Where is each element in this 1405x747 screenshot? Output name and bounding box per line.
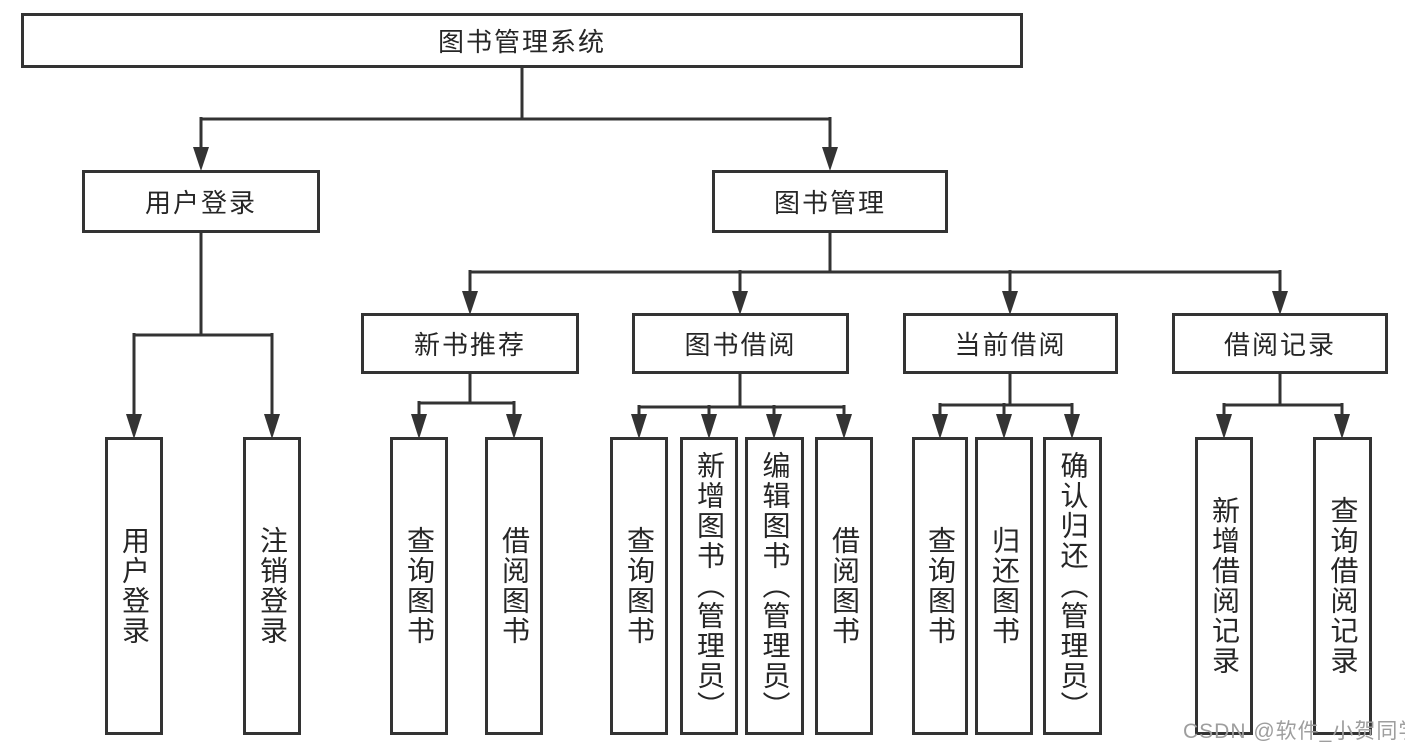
- connector-user-login: [126, 231, 280, 439]
- leaf-logout: 注销登录: [243, 437, 301, 735]
- connector-root: [193, 66, 838, 171]
- leaf-add-borrow-record: 新增借阅记录: [1195, 437, 1253, 735]
- leaf-borrow-books: 借阅图书: [815, 437, 873, 735]
- leaf-query-borrow-record: 查询借阅记录: [1313, 437, 1372, 735]
- node-new-book-recommend: 新书推荐: [361, 313, 579, 374]
- connector-book-borrow: [631, 373, 852, 439]
- connector-book-management: [462, 231, 1288, 315]
- node-book-borrow: 图书借阅: [632, 313, 849, 374]
- node-book-management: 图书管理: [712, 170, 948, 233]
- node-borrow-records: 借阅记录: [1172, 313, 1388, 374]
- csdn-watermark: CSDN @软件_小贺同学: [1183, 720, 1405, 743]
- leaf-confirm-return-admin: 确认归还（管理员）: [1043, 437, 1102, 735]
- node-current-borrow: 当前借阅: [903, 313, 1118, 374]
- connector-borrow-records: [1216, 373, 1350, 439]
- leaf-return-book: 归还图书: [975, 437, 1033, 735]
- leaf-query-books-recommend: 查询图书: [390, 437, 448, 735]
- node-user-login: 用户登录: [82, 170, 320, 233]
- connector-new-book-recommend: [411, 373, 522, 439]
- leaf-borrow-books-recommend: 借阅图书: [485, 437, 543, 735]
- leaf-query-books-borrow: 查询图书: [610, 437, 668, 735]
- leaf-add-book-admin: 新增图书（管理员）: [680, 437, 738, 735]
- leaf-query-books-current: 查询图书: [912, 437, 968, 735]
- node-root-title: 图书管理系统: [21, 13, 1023, 68]
- leaf-user-login: 用户登录: [105, 437, 163, 735]
- connector-current-borrow: [932, 373, 1080, 439]
- leaf-edit-book-admin: 编辑图书（管理员）: [745, 437, 804, 735]
